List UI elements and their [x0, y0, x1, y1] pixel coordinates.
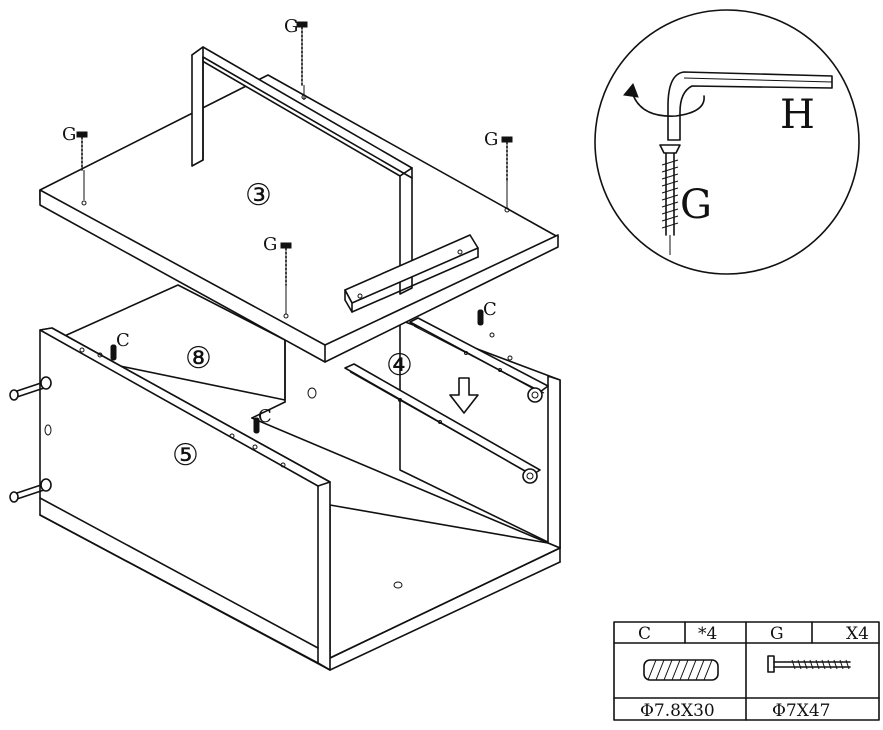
top-panel — [39, 74, 559, 363]
screw-label: G — [284, 16, 298, 37]
screw-label: G — [263, 234, 277, 255]
cam-bolt-lower — [9, 478, 52, 503]
down-arrow-icon — [449, 377, 479, 414]
dowel-label: C — [258, 406, 272, 427]
dowel-middle — [253, 417, 260, 434]
hex-key-icon — [667, 71, 833, 141]
panel-number-back: ⑧ — [185, 341, 212, 376]
panel-number-runners: ④ — [386, 348, 413, 383]
screw-top-right — [501, 136, 513, 208]
table-c-size: Φ7.8X30 — [640, 701, 715, 721]
table-g-qty: X4 — [846, 624, 869, 644]
detail-label-wrench: H — [780, 92, 815, 138]
panel-number-top: ③ — [245, 178, 272, 213]
table-g-size: Φ7X47 — [772, 701, 831, 721]
dowel-right — [477, 309, 484, 326]
screw-top-center — [296, 21, 308, 100]
screw-top-front — [280, 242, 292, 314]
dowel-label: C — [116, 330, 130, 351]
detail-screw — [659, 144, 681, 255]
table-g-code: G — [770, 624, 784, 644]
parts-table: C *4 G X4 Φ7.8X30 Φ7X47 — [613, 621, 880, 721]
table-c-qty: *4 — [698, 624, 717, 644]
dowel-label: C — [483, 299, 497, 320]
drawer-runner-lower — [344, 363, 541, 484]
dowel-back — [110, 344, 117, 361]
dowel-icon — [643, 659, 719, 681]
detail-callout: H G — [594, 9, 860, 275]
drawer-runner-upper — [409, 317, 549, 403]
screw-icon — [767, 655, 851, 673]
table-c-code: C — [638, 624, 651, 644]
handle-frame — [191, 46, 479, 313]
panel-number-side: ⑤ — [172, 438, 199, 473]
screw-top-left — [76, 131, 88, 200]
detail-label-screw: G — [680, 182, 712, 228]
screw-label: G — [62, 124, 76, 145]
cam-bolt-upper — [9, 376, 52, 401]
screw-label: G — [484, 129, 498, 150]
